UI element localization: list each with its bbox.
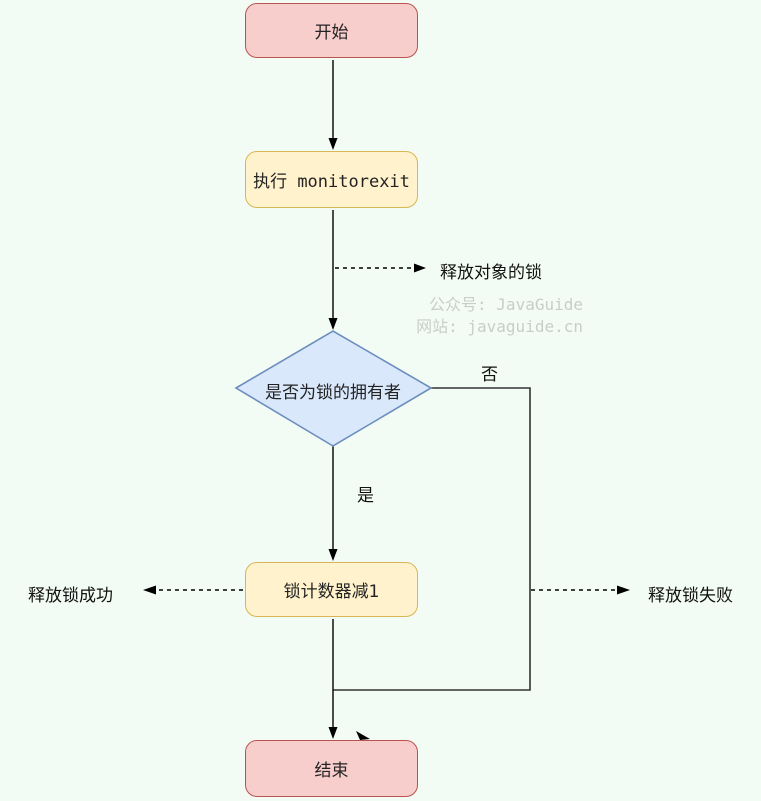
edge-release-fail: [531, 585, 630, 595]
arrowhead-left-icon: [143, 585, 156, 595]
arrowhead-down-icon: [328, 318, 338, 330]
annotation-release-success: 释放锁成功: [28, 586, 113, 606]
node-owner-check-label: 是否为锁的拥有者: [265, 383, 401, 403]
edge-start-to-exec: [328, 60, 338, 150]
arrowhead-down-icon: [328, 727, 338, 739]
edge-release-object-lock: [335, 263, 426, 273]
arrowhead-down-icon: [328, 549, 338, 561]
node-end: 结束: [245, 740, 418, 797]
node-exec-monitorexit: 执行 monitorexit: [245, 151, 418, 208]
edge-release-success: [143, 585, 243, 595]
node-start: 开始: [245, 3, 418, 58]
watermark-line1: 公众号: JavaGuide: [429, 295, 583, 314]
node-counter-label: 锁计数器减1: [283, 582, 380, 602]
edge-no-branch: [333, 387, 531, 691]
edge-label-yes: 是: [357, 486, 374, 506]
edge-counter-to-end: [328, 619, 370, 740]
arrowhead-down-icon: [328, 138, 338, 150]
node-exec-label: 执行 monitorexit: [253, 172, 410, 192]
arrowhead-right-icon: [414, 263, 426, 273]
edge-label-no: 否: [481, 365, 498, 385]
decision-diamond-shape: [234, 330, 433, 447]
watermark-line2: 网站: javaguide.cn: [416, 317, 583, 336]
arrowhead-right-icon: [617, 585, 630, 595]
node-start-label: 开始: [314, 23, 349, 43]
arrowhead-merge-icon: [356, 731, 370, 740]
annotation-release-fail: 释放锁失败: [648, 586, 733, 606]
annotation-release-object-lock: 释放对象的锁: [440, 263, 542, 283]
node-end-label: 结束: [314, 761, 349, 781]
edge-exec-to-decision: [328, 210, 338, 330]
edge-yes-to-counter: [328, 446, 338, 561]
node-lock-counter: 锁计数器减1: [245, 562, 418, 617]
watermark: 公众号: JavaGuide 网站: javaguide.cn: [416, 294, 583, 338]
